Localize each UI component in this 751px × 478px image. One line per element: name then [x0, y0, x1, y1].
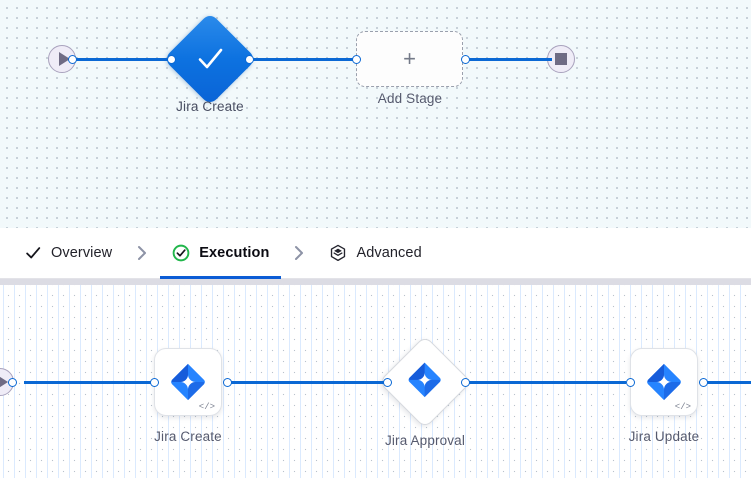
tab-label-overview: Overview — [51, 245, 113, 261]
tab-label-execution: Execution — [199, 245, 270, 261]
tabbar-divider — [0, 279, 751, 285]
check-icon — [198, 48, 223, 69]
jira-icon — [647, 363, 681, 401]
step-label-jira-approval: Jira Approval — [385, 433, 465, 448]
connector-dot-start-out[interactable] — [68, 55, 77, 64]
hexagon-layers-icon — [331, 244, 346, 262]
jira-logo-wrapper — [405, 360, 445, 405]
connector-dot-jira-create-step-in[interactable] — [150, 378, 159, 387]
connector-dot-jira-create-step-out[interactable] — [223, 378, 232, 387]
connector-dot-jira-approval-out[interactable] — [461, 378, 470, 387]
stage-config-tabs: Overview Execution — [0, 228, 751, 279]
connector-dot-jira-update-in[interactable] — [626, 378, 635, 387]
tab-advanced[interactable]: Advanced — [327, 228, 423, 279]
check-circle-icon — [172, 244, 190, 262]
connector-dot-add-stage-out[interactable] — [461, 55, 470, 64]
jira-icon — [408, 362, 442, 397]
code-badge-icon-2: </> — [674, 402, 691, 412]
connector-dot-jira-create-out[interactable] — [245, 55, 254, 64]
edge-jira-update-out — [700, 381, 751, 384]
edge-start-to-jira-create-step — [24, 381, 154, 384]
step-node-jira-create[interactable]: </> — [154, 348, 222, 416]
step-node-jira-approval[interactable] — [378, 335, 472, 429]
tab-execution[interactable]: Execution — [160, 228, 282, 279]
add-stage-button[interactable]: + — [356, 31, 463, 87]
edge-jira-create-to-add-stage — [250, 58, 358, 61]
edge-start-to-jira-create — [72, 58, 172, 61]
stage-label-jira-create: Jira Create — [176, 99, 244, 114]
add-stage-label: Add Stage — [377, 91, 443, 106]
connector-dot-add-stage-in[interactable] — [352, 55, 361, 64]
chevron-right-icon — [135, 244, 149, 262]
step-label-jira-create: Jira Create — [154, 429, 222, 444]
edge-add-stage-to-end — [466, 58, 552, 61]
jira-icon — [171, 363, 205, 401]
edge-jira-create-to-approval — [228, 381, 388, 384]
step-node-jira-update[interactable]: </> — [630, 348, 698, 416]
connector-dot-jira-update-out[interactable] — [699, 378, 708, 387]
pipeline-overview-canvas[interactable]: Jira Create + Add Stage — [0, 0, 751, 228]
edge-approval-to-jira-update — [466, 381, 626, 384]
connector-dot-jira-create-in[interactable] — [167, 55, 176, 64]
plus-icon: + — [403, 46, 416, 71]
connector-dot-exec-start-out[interactable] — [8, 378, 17, 387]
tab-overview[interactable]: Overview — [22, 228, 114, 279]
connector-dot-jira-approval-in[interactable] — [383, 378, 392, 387]
tab-label-advanced: Advanced — [356, 245, 422, 261]
check-icon — [26, 247, 41, 259]
execution-steps-canvas[interactable]: </> Jira Create Jira Approval — [0, 285, 751, 478]
step-label-jira-update: Jira Update — [628, 429, 700, 444]
code-badge-icon: </> — [198, 402, 215, 412]
chevron-right-icon-2 — [292, 244, 306, 262]
stage-node-jira-create[interactable] — [163, 12, 257, 106]
